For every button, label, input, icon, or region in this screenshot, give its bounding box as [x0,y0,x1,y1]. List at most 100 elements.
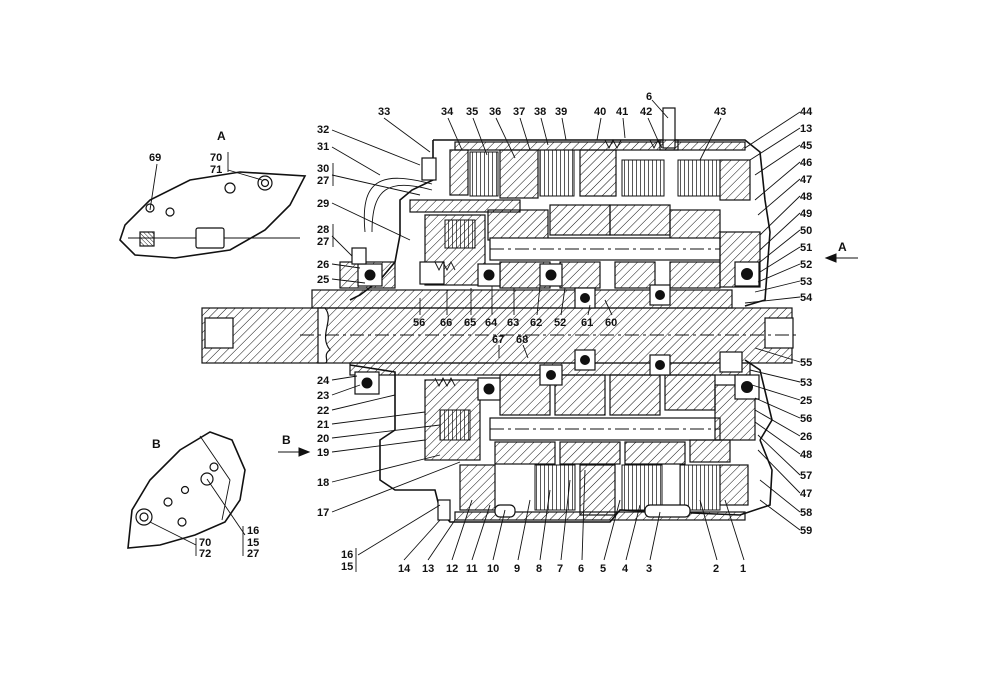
callout: 48 [800,191,812,203]
callout: 16 [341,549,353,561]
callout: 16 [247,525,259,537]
callout: 56 [413,317,425,329]
upper-gear-train [339,199,761,289]
callout: 25 [317,274,329,286]
callout: 47 [800,488,812,500]
callout: 29 [317,198,329,210]
callout: 55 [800,357,812,369]
callout: 25 [800,395,812,407]
callout: 32 [317,124,329,136]
lower-clutch-packs [454,464,749,521]
callout: 52 [800,259,812,271]
callout: 27 [247,548,259,560]
view-b-detail: B [127,431,246,556]
callout: 13 [422,563,434,575]
callout: 53 [800,377,812,389]
callout: 23 [317,390,329,402]
callout: 66 [440,317,452,329]
callout: 2 [713,563,719,575]
callout: 42 [640,106,652,118]
callout: 35 [466,106,478,118]
view-b-title: B [152,437,161,451]
callout: 60 [605,317,617,329]
callout: 17 [317,507,329,519]
view-a-title: A [217,129,226,143]
callout: 27 [317,175,329,187]
view-a-detail: A [119,129,307,259]
callout: 65 [464,317,476,329]
callout: 40 [594,106,606,118]
callout: 26 [800,431,812,443]
main-section-view [201,107,800,523]
callout: 34 [441,106,454,118]
callout: 18 [317,477,329,489]
lower-gear-train [424,374,756,465]
callout: 56 [800,413,812,425]
callout: 53 [800,276,812,288]
callout: 6 [578,563,584,575]
callout: 59 [800,525,812,537]
callout: 33 [378,106,390,118]
callout: 7 [557,563,563,575]
callout: 10 [487,563,499,575]
callout: 49 [800,208,812,220]
callout: 4 [622,563,629,575]
arrow-a-label: A [838,240,847,254]
lower-bearings [354,349,760,401]
callout: 3 [646,563,652,575]
callout: 38 [534,106,546,118]
callout: 41 [616,106,628,118]
callout: 11 [466,563,478,575]
callout: 71 [210,164,222,176]
callout: 69 [149,152,161,164]
callout: 50 [800,225,812,237]
callout: 31 [317,141,329,153]
callout: 36 [489,106,501,118]
callout: 12 [446,563,458,575]
callout: 70 [199,537,211,549]
callouts-top: 33 34 35 36 37 38 39 40 41 6 42 43 44 [378,91,813,118]
callout: 52 [554,317,566,329]
callout: 39 [555,106,567,118]
callouts-view-a: 69 70 71 [149,152,222,176]
callouts-view-b: 16 15 27 70 72 [199,525,259,560]
callout: 43 [714,106,726,118]
callout: 47 [800,174,812,186]
callout: 30 [317,163,329,175]
arrow-b-label: B [282,433,291,447]
callout: 37 [513,106,525,118]
view-b-arrow: B [278,433,311,457]
callout: 27 [317,236,329,248]
callout: 62 [530,317,542,329]
callout: 14 [398,563,411,575]
callout: 21 [317,419,329,431]
callout: 67 [492,334,504,346]
callout: 61 [581,317,593,329]
callout: 20 [317,433,329,445]
callout: 1 [740,563,746,575]
callout: 26 [317,259,329,271]
callout: 22 [317,405,329,417]
callouts-left: 32 31 30 27 29 28 27 26 25 24 23 22 21 2… [317,124,334,519]
callout: 6 [646,91,652,103]
callout: 13 [800,123,812,135]
callout: 15 [341,561,353,573]
callout: 24 [317,375,330,387]
callout: 8 [536,563,542,575]
callout: 46 [800,157,812,169]
callout: 19 [317,447,329,459]
callout: 68 [516,334,528,346]
callouts-bottom: 14 13 12 11 10 9 8 7 6 5 4 3 2 1 16 15 [341,548,746,575]
callout: 70 [210,152,222,164]
upper-bearings [357,261,760,309]
callout: 5 [600,563,606,575]
callout: 28 [317,224,329,236]
view-a-arrow: A [824,240,858,263]
callout: 63 [507,317,519,329]
leader-lines [331,99,801,561]
callout: 72 [199,548,211,560]
callout: 51 [800,242,812,254]
callout: 54 [800,292,813,304]
callout: 9 [514,563,520,575]
